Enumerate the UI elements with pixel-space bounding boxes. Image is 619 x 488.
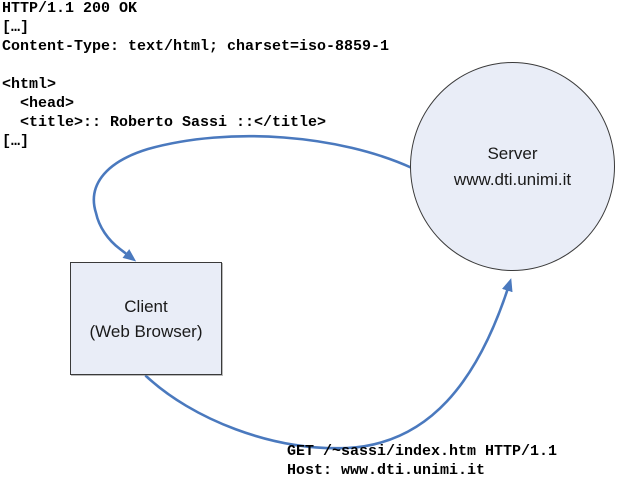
client-node: Client (Web Browser) [70,262,222,375]
server-hostname: www.dti.unimi.it [453,169,572,189]
client-sublabel: (Web Browser) [89,321,203,341]
client-label: Client [124,296,168,316]
server-node: Server www.dti.unimi.it [410,62,615,271]
http-response-snippet: HTTP/1.1 200 OK […] Content-Type: text/h… [2,0,390,150]
response-arrow [92,134,414,262]
server-label: Server [487,143,538,163]
http-request-snippet: GET /~sassi/index.htm HTTP/1.1 Host: www… [287,443,558,479]
